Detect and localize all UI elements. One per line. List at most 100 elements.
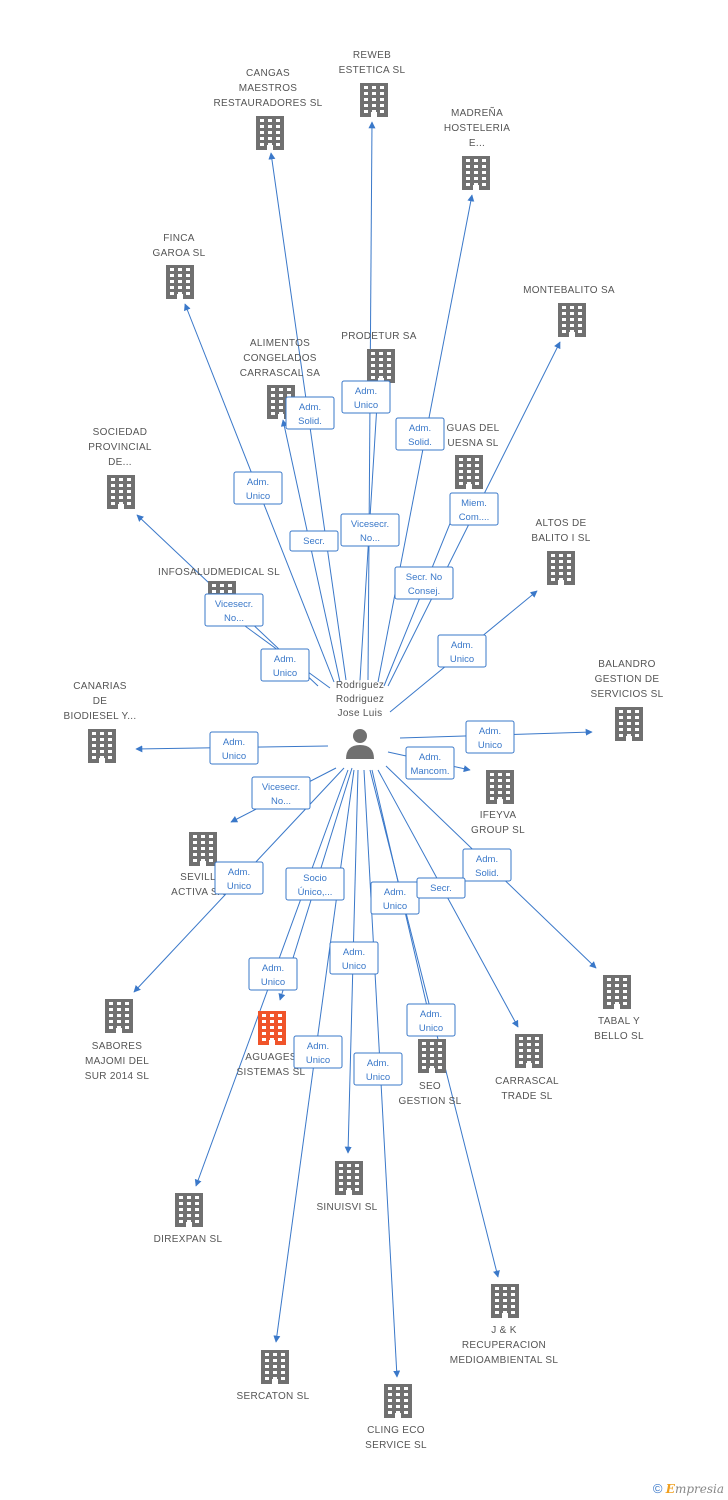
building-icon[interactable] [258, 1011, 286, 1045]
building-icon[interactable] [547, 551, 575, 585]
building-icon[interactable] [491, 1284, 519, 1318]
edge-label-carrascal[interactable]: Secr. [416, 877, 466, 899]
edge-label-madrena[interactable]: Adm.Solid. [395, 417, 445, 451]
building-icon[interactable] [175, 1193, 203, 1227]
company-node-madrena[interactable]: MADREÑA HOSTELERIA E... [444, 106, 510, 190]
company-name: SERCATON SL [237, 1391, 310, 1402]
building-icon[interactable] [88, 729, 116, 763]
edge-label-text: Adm. [262, 963, 284, 974]
company-name: SEVILL [180, 872, 216, 883]
building-icon[interactable] [418, 1039, 446, 1073]
edge-label-sociedad[interactable]: Vicesecr.No... [204, 593, 264, 627]
edge-label-direxpan[interactable]: SocioÚnico,... [285, 867, 345, 901]
edge-label-montebalito[interactable]: Miem.Com.... [449, 492, 499, 526]
company-node-sercaton[interactable]: SERCATON SL [237, 1350, 310, 1402]
building-icon[interactable] [360, 83, 388, 117]
edge-label-cangas[interactable]: Adm.Solid. [285, 396, 335, 430]
edge-label-finca[interactable]: Adm.Unico [233, 471, 283, 505]
edge-label-text: Unico [478, 740, 502, 751]
edge-label-infosalud[interactable]: Adm.Unico [260, 648, 310, 682]
company-name: SOCIEDAD [93, 427, 148, 438]
company-name: GESTION DE [595, 674, 660, 685]
edge-label-ifeyva[interactable]: Adm.Mancom. [405, 746, 455, 780]
edge-label-reweb[interactable]: Adm.Unico [341, 380, 391, 414]
brand-footer[interactable]: © Empresia [653, 1481, 724, 1496]
edge-label-prodetur[interactable]: Vicesecr.No... [340, 513, 400, 547]
edge-label-sabores[interactable]: Adm.Unico [214, 861, 264, 895]
edge-label-text: Unico [227, 881, 251, 892]
company-name: TRADE SL [501, 1091, 552, 1102]
building-icon[interactable] [189, 832, 217, 866]
company-name: E... [469, 138, 485, 149]
building-icon[interactable] [107, 475, 135, 509]
company-node-sociedad[interactable]: SOCIEDADPROVINCIALDE... [88, 427, 152, 509]
edge-label-text: Unico [450, 654, 474, 665]
building-icon[interactable] [455, 455, 483, 489]
company-name: REWEB [353, 50, 391, 61]
building-icon[interactable] [335, 1161, 363, 1195]
building-icon[interactable] [105, 999, 133, 1033]
building-icon[interactable] [261, 1350, 289, 1384]
edge-label-canarias[interactable]: Adm.Unico [209, 731, 259, 765]
company-name: UESNA SL [447, 438, 498, 449]
building-icon[interactable] [486, 770, 514, 804]
edge-label-balandro[interactable]: Adm.Unico [465, 720, 515, 754]
edge-label-clingeco[interactable]: Adm.Unico [353, 1052, 403, 1086]
company-name: MADREÑA [451, 106, 503, 119]
company-name: HOSTELERIA [444, 123, 510, 134]
company-node-direxpan[interactable]: DIREXPAN SL [154, 1193, 223, 1245]
company-node-sinuisvi[interactable]: SINUISVI SL [316, 1161, 377, 1213]
edge-label-text: Adm. [451, 640, 473, 651]
person-name: Rodriguez [336, 680, 384, 691]
edge-label-text: Adm. [247, 477, 269, 488]
edge-label-jk[interactable]: Adm.Unico [406, 1003, 456, 1037]
edge-label-sinuisvi[interactable]: Adm.Unico [329, 941, 379, 975]
building-icon[interactable] [603, 975, 631, 1009]
building-icon[interactable] [462, 156, 490, 190]
edge-label-tabal[interactable]: Adm.Solid. [462, 848, 512, 882]
building-icon[interactable] [166, 265, 194, 299]
company-name: GAROA SL [153, 248, 206, 259]
person-icon [346, 729, 374, 759]
copyright-symbol: © [652, 1481, 663, 1496]
company-name: CARRASCAL SA [240, 368, 321, 379]
edge-label-sercaton[interactable]: Adm.Unico [293, 1035, 343, 1069]
building-icon[interactable] [615, 707, 643, 741]
company-name: SUR 2014 SL [85, 1071, 150, 1082]
building-icon[interactable] [515, 1034, 543, 1068]
edge-label-text: Solid. [298, 416, 322, 427]
company-node-montebalito[interactable]: MONTEBALITO SA [523, 285, 615, 337]
building-icon[interactable] [384, 1384, 412, 1418]
company-node-prodetur[interactable]: PRODETUR SA [341, 331, 417, 383]
edge-label-aguages[interactable]: Adm.Unico [248, 957, 298, 991]
building-icon[interactable] [256, 116, 284, 150]
company-name: RECUPERACION [462, 1340, 546, 1351]
building-icon[interactable] [558, 303, 586, 337]
edge-label-text: Socio [303, 873, 327, 884]
company-name: RESTAURADORES SL [213, 98, 322, 109]
edge-label-alimentos[interactable]: Secr. [289, 530, 339, 552]
edge-label-seo[interactable]: Adm.Unico [370, 881, 420, 915]
edge-label-altos[interactable]: Adm. Unico [437, 634, 487, 668]
edge-label-text: Vicesecr. [215, 599, 253, 610]
edge-label-sevilla[interactable]: Vicesecr.No... [251, 776, 311, 810]
building-icon[interactable] [367, 349, 395, 383]
